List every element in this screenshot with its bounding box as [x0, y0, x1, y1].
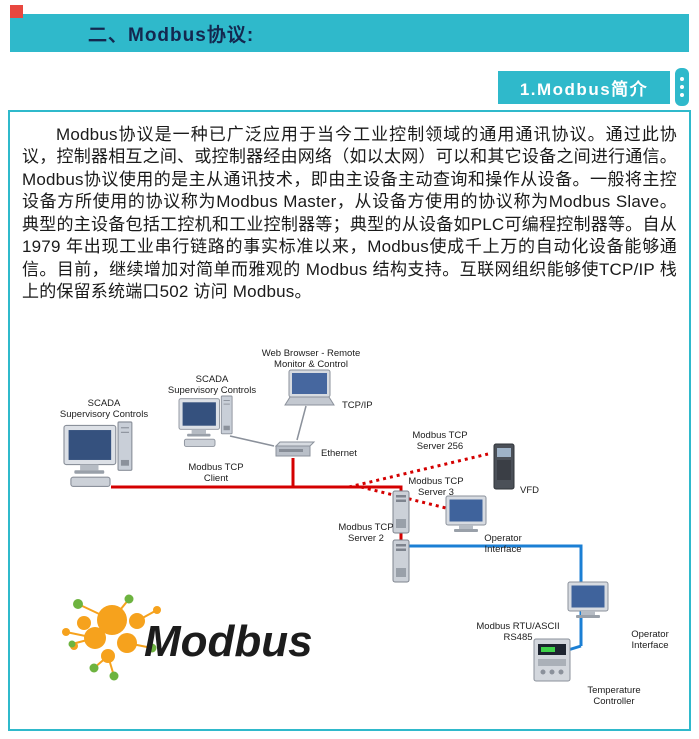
label-scada-top: Supervisory Controls: [168, 385, 256, 396]
workstation-switch-link: [229, 435, 275, 447]
section-title: 二、Modbus协议:: [88, 24, 255, 46]
label-vfd: VFD: [520, 485, 539, 496]
dot-icon: [680, 93, 684, 97]
corner-accent-square: [10, 5, 23, 18]
temperature-controller-device: [533, 638, 571, 682]
label-operator-interface-1: Interface: [485, 544, 522, 555]
label-web-browser: Web Browser - Remote: [262, 348, 361, 359]
operator-interface-monitor-2: [567, 581, 609, 619]
ethernet-switch: [275, 441, 315, 457]
label-server-256: Modbus TCP: [412, 430, 467, 441]
label-rtu-rs485: RS485: [503, 632, 532, 643]
laptop-switch-link: [296, 405, 307, 441]
dots-handle[interactable]: [675, 68, 689, 106]
dot-icon: [680, 77, 684, 81]
label-modbus-tcp-client: Client: [204, 473, 229, 484]
network-diagram-container: Web Browser - Remote Monitor & Control T…: [16, 344, 676, 729]
label-scada-left: Supervisory Controls: [60, 409, 148, 420]
label-operator-interface-2: Interface: [632, 640, 669, 651]
network-diagram: Web Browser - Remote Monitor & Control T…: [60, 348, 669, 707]
label-scada-left: SCADA: [88, 398, 121, 409]
subsection-tab-row: 1.Modbus简介: [498, 68, 689, 106]
label-operator-interface-2: Operator: [631, 629, 669, 640]
label-modbus-tcp-client: Modbus TCP: [188, 462, 243, 473]
label-rtu-rs485: Modbus RTU/ASCII: [476, 621, 559, 632]
intro-paragraph: Modbus协议是一种已广泛应用于当今工业控制领域的通用通讯协议。通过此协议，控…: [22, 125, 677, 302]
vfd-drive-device: [493, 443, 515, 490]
modbus-tcp-server3-device: [392, 490, 410, 534]
section-banner: 二、Modbus协议:: [10, 14, 689, 52]
label-temperature-controller: Controller: [593, 696, 634, 707]
tab-label: 1.Modbus简介: [519, 79, 649, 99]
modbus-logo: Modbus: [62, 594, 313, 681]
web-browser-laptop: [284, 369, 335, 406]
dot-icon: [680, 85, 684, 89]
label-operator-interface-1: Operator: [484, 533, 522, 544]
label-ethernet: Ethernet: [321, 448, 357, 459]
content-panel: Modbus协议是一种已广泛应用于当今工业控制领域的通用通讯协议。通过此协议，控…: [8, 110, 691, 731]
operator-interface-monitor-1: [445, 495, 487, 533]
label-server-3: Server 3: [418, 487, 454, 498]
tab-modbus-intro[interactable]: 1.Modbus简介: [498, 70, 670, 104]
label-web-browser: Monitor & Control: [274, 359, 348, 370]
scada-workstation-top: [178, 395, 233, 447]
label-scada-top: SCADA: [196, 374, 229, 385]
label-temperature-controller: Temperature: [587, 685, 640, 696]
tcp-line-dotted-vfd: [348, 452, 489, 489]
label-server-2: Modbus TCP: [338, 522, 393, 533]
label-server-256: Server 256: [417, 441, 463, 452]
label-tcpip: TCP/IP: [342, 400, 373, 411]
scada-workstation-left: [63, 421, 133, 487]
modbus-logo-text: Modbus: [144, 617, 313, 666]
label-server-3: Modbus TCP: [408, 476, 463, 487]
modbus-tcp-server2-device: [392, 539, 410, 583]
label-server-2: Server 2: [348, 533, 384, 544]
